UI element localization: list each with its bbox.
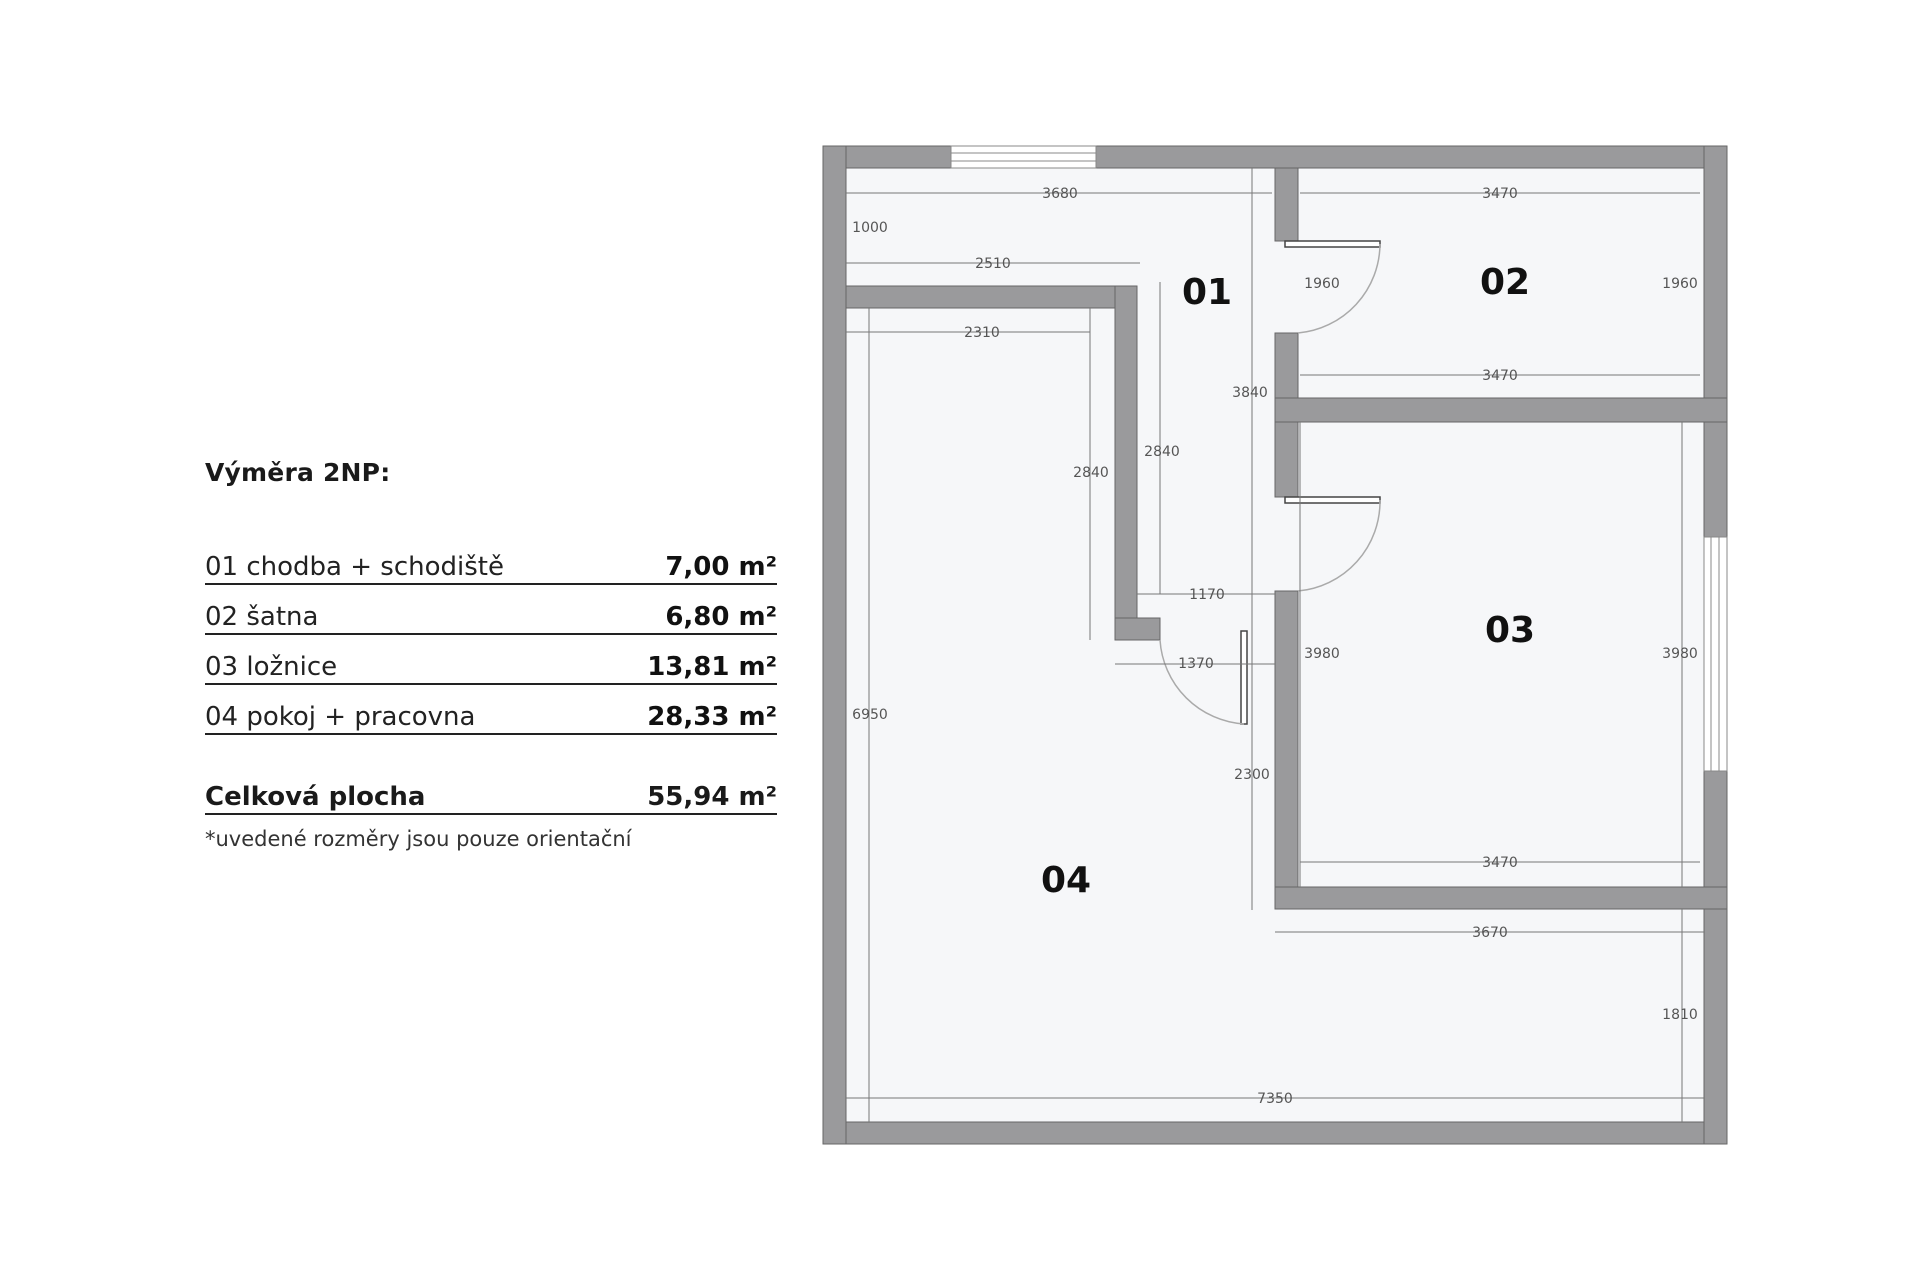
room-label-01: 01 (1182, 272, 1232, 313)
dim-label: 1170 (1189, 587, 1225, 603)
area-value: 6,80 m² (665, 602, 777, 632)
windows (950, 145, 1728, 772)
area-value: 28,33 m² (647, 702, 777, 732)
dim-label: 3980 (1662, 646, 1698, 662)
area-value: 13,81 m² (647, 652, 777, 682)
wall-hall-right-1 (1274, 167, 1299, 242)
window-top (950, 145, 1097, 169)
doors (1159, 240, 1381, 725)
wall-outer-bottom (822, 1121, 1728, 1145)
door-04-swing (1159, 639, 1245, 725)
door-02-leaf (1284, 240, 1381, 248)
dim-label: 2840 (1073, 465, 1109, 481)
wall-hall-right-3 (1274, 590, 1299, 910)
room-label-04: 04 (1041, 860, 1091, 901)
dim-label: 2510 (975, 256, 1011, 272)
area-name: 01 chodba + schodiště (205, 552, 504, 582)
area-row-01: 01 chodba + schodiště 7,00 m² (205, 537, 777, 585)
dim-label: 2300 (1234, 767, 1270, 783)
dimension-labels: 3680 1000 2510 2310 3470 1960 1960 3470 … (852, 186, 1698, 1107)
area-row-03: 03 ložnice 13,81 m² (205, 637, 777, 685)
area-row-02: 02 šatna 6,80 m² (205, 587, 777, 635)
legend-heading: Výměra 2NP: (205, 458, 391, 487)
dim-label: 3470 (1482, 368, 1518, 384)
area-name: 02 šatna (205, 602, 319, 632)
total-area-value: 55,94 m² (647, 782, 777, 812)
wall-corridor-top (845, 285, 1138, 309)
dim-label: 1960 (1304, 276, 1340, 292)
dim-label: 3470 (1482, 186, 1518, 202)
dim-label: 3980 (1304, 646, 1340, 662)
area-row-04: 04 pokoj + pracovna 28,33 m² (205, 687, 777, 735)
total-area-row: Celková plocha 55,94 m² (205, 767, 777, 815)
room-labels: 01 02 03 04 (1041, 262, 1535, 901)
dimension-lines (846, 168, 1704, 1122)
dim-label: 1960 (1662, 276, 1698, 292)
wall-corridor-bottom (1114, 617, 1161, 641)
total-area-label: Celková plocha (205, 782, 426, 812)
wall-room02-03 (1274, 397, 1728, 423)
room-label-03: 03 (1485, 610, 1535, 651)
dim-label: 3670 (1472, 925, 1508, 941)
area-name: 04 pokoj + pracovna (205, 702, 476, 732)
door-03-swing (1297, 499, 1381, 592)
dim-label: 1370 (1178, 656, 1214, 672)
dim-label: 1000 (852, 220, 888, 236)
dim-label: 1810 (1662, 1007, 1698, 1023)
dim-label: 3840 (1232, 385, 1268, 401)
area-value: 7,00 m² (665, 552, 777, 582)
area-legend: Výměra 2NP: 01 chodba + schodiště 7,00 m… (205, 458, 777, 851)
wall-outer-left (822, 145, 847, 1145)
disclaimer-note: *uvedené rozměry jsou pouze orientační (205, 827, 632, 851)
dim-label: 3680 (1042, 186, 1078, 202)
dim-label: 6950 (852, 707, 888, 723)
dim-label: 2840 (1144, 444, 1180, 460)
door-03-leaf (1284, 496, 1381, 504)
room-label-02: 02 (1480, 262, 1530, 303)
window-right (1703, 536, 1728, 772)
dim-label: 2310 (964, 325, 1000, 341)
dim-label: 3470 (1482, 855, 1518, 871)
door-04-leaf (1240, 630, 1248, 725)
door-02-swing (1297, 243, 1381, 334)
area-name: 03 ložnice (205, 652, 338, 682)
wall-room03-bottom (1274, 886, 1728, 910)
dim-label: 7350 (1257, 1091, 1293, 1107)
wall-corridor-stair (1114, 285, 1138, 641)
